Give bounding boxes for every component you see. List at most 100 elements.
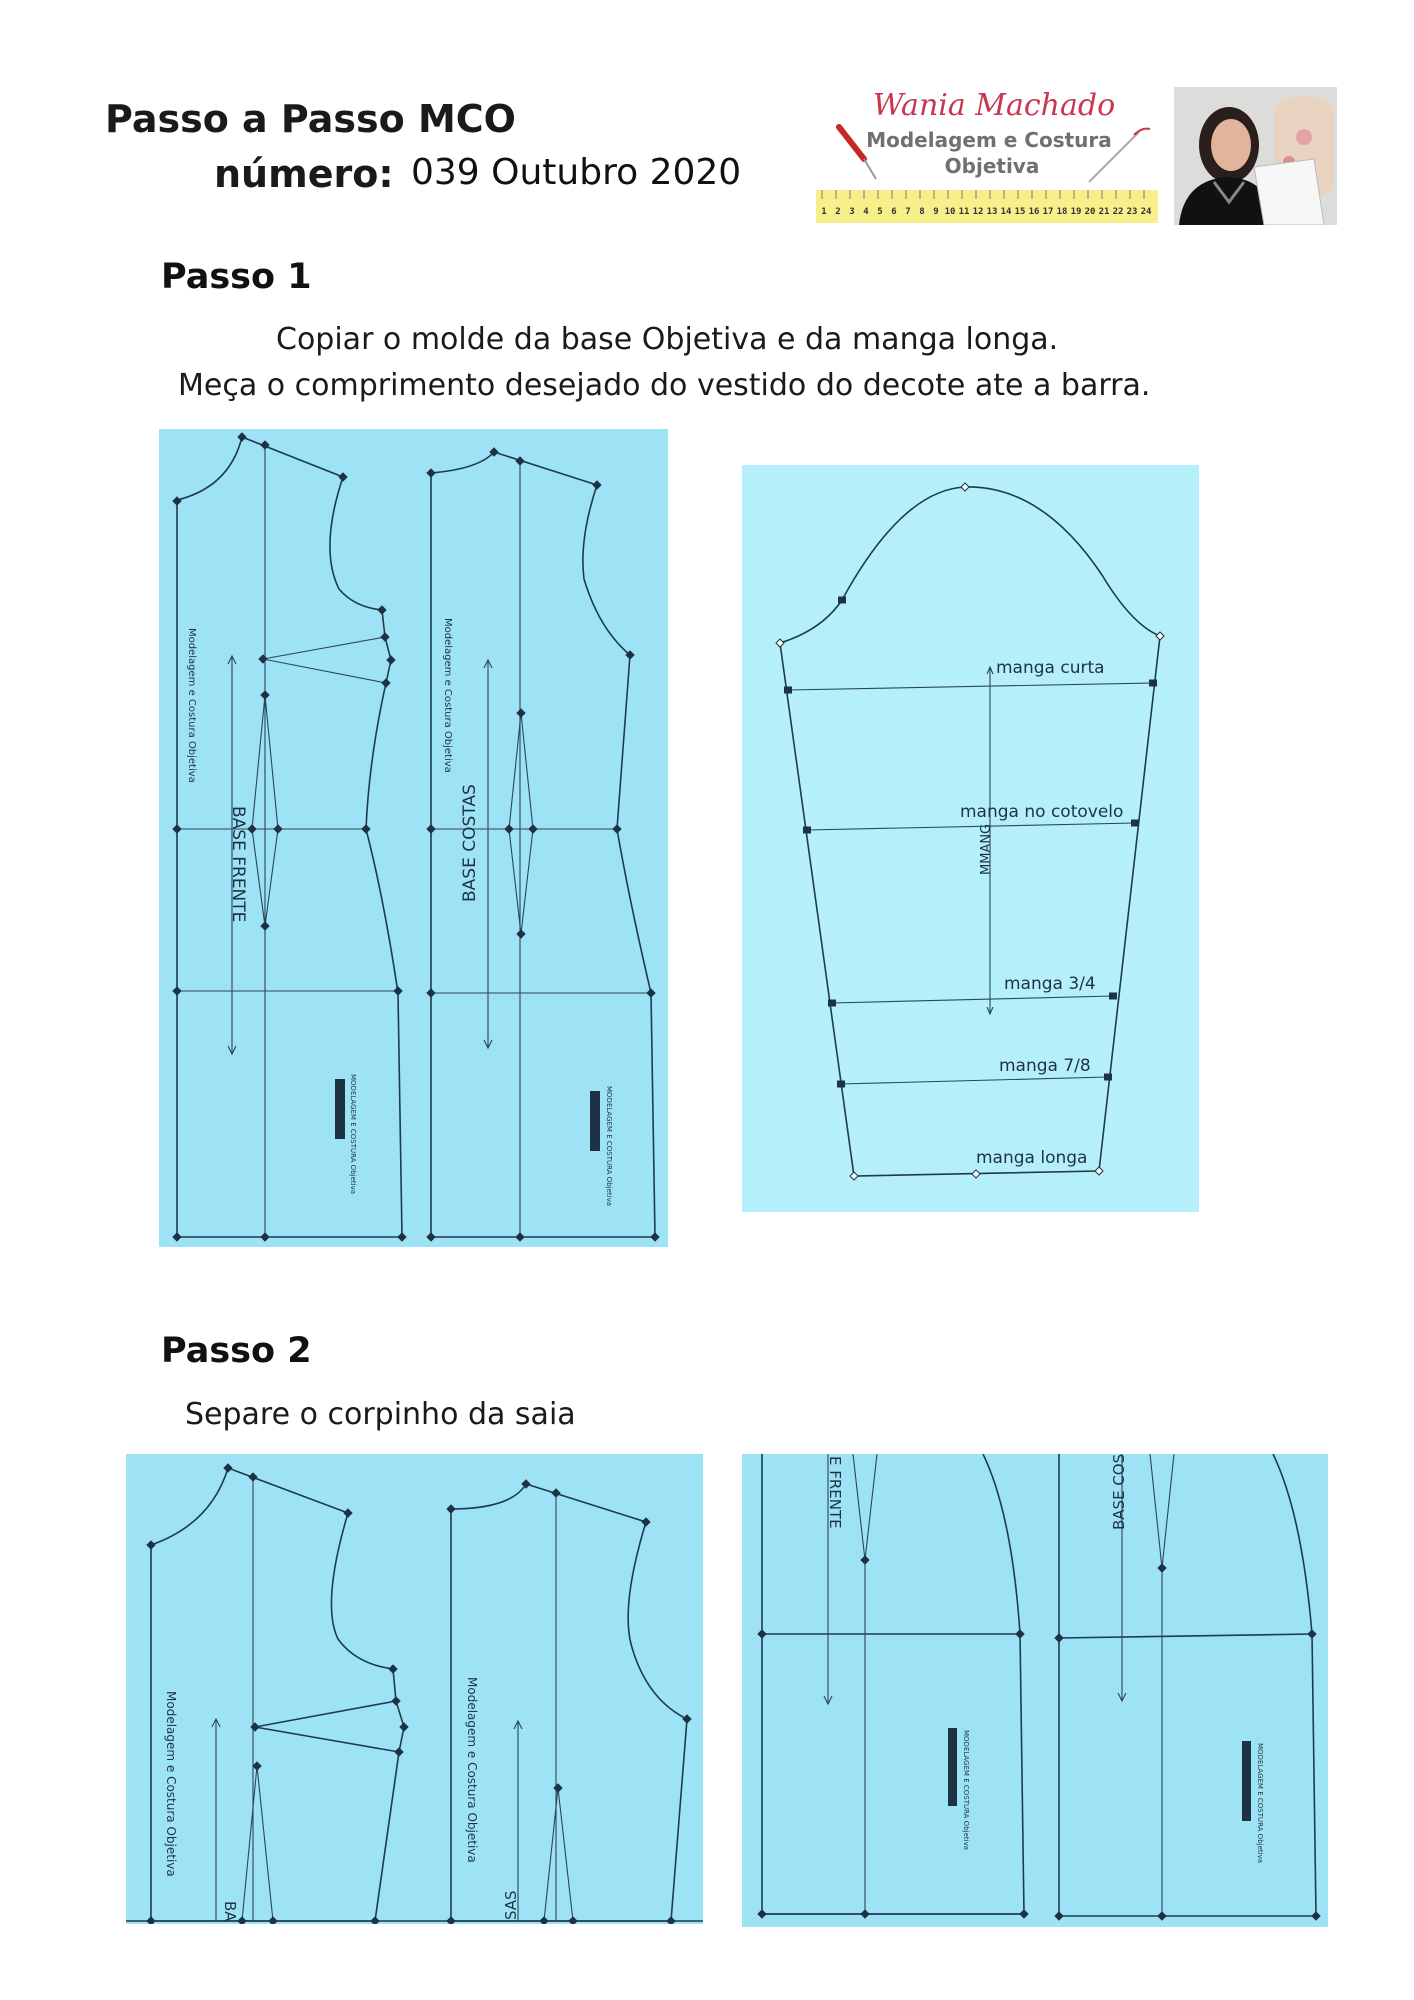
pattern-point-marker	[391, 1696, 401, 1706]
svg-text:MODELAGEM E COSTURA Objetiva: MODELAGEM E COSTURA Objetiva	[605, 1086, 613, 1206]
pattern-point-marker	[260, 690, 270, 700]
pattern-point-marker	[971, 1169, 981, 1179]
step1-instruction-2: Meça o comprimento desejado do vestido d…	[178, 368, 1151, 403]
pattern-point-marker	[426, 468, 436, 478]
pattern-point-marker	[1054, 1633, 1064, 1643]
pattern-point-marker	[446, 1916, 456, 1924]
ruler-number: 9	[933, 207, 938, 217]
pattern-point-marker	[237, 432, 247, 442]
pattern-point-marker	[1131, 819, 1139, 827]
pattern-point-marker	[784, 686, 792, 694]
ruler-number: 11	[959, 207, 970, 217]
back-cut-label: SAS	[502, 1890, 520, 1920]
pattern-point-marker	[247, 824, 257, 834]
pattern-point-marker	[860, 1909, 870, 1919]
pattern-point-marker	[1094, 1166, 1104, 1176]
pattern-point-marker	[370, 1916, 380, 1924]
pattern-point-marker	[338, 472, 348, 482]
ruler-number: 21	[1099, 207, 1110, 217]
pattern-point-marker	[516, 929, 526, 939]
ruler-number: 23	[1127, 207, 1138, 217]
pattern-point-marker	[250, 1722, 260, 1732]
step2-heading: Passo 2	[161, 1331, 312, 1371]
pattern-point-marker	[446, 1504, 456, 1514]
ruler-number: 19	[1071, 207, 1082, 217]
pattern-point-marker	[377, 605, 387, 615]
pattern-point-marker	[837, 1080, 845, 1088]
pattern-point-marker	[860, 1555, 870, 1565]
ruler-number: 15	[1015, 207, 1026, 217]
pattern-point-marker	[397, 1232, 407, 1242]
ruler-number: 13	[987, 207, 998, 217]
pattern-point-marker	[260, 440, 270, 450]
back-bodice-cut-outline	[450, 1483, 688, 1922]
step1-instruction-1: Copiar o molde da base Objetiva e da man…	[276, 322, 1059, 357]
pattern-point-marker	[1311, 1911, 1321, 1921]
brand-logo: Wania Machado Modelagem e Costura Objeti…	[814, 87, 1337, 226]
pattern-point-marker	[146, 1540, 156, 1550]
pattern-point-marker	[757, 1909, 767, 1919]
front-skirt-cut-label: E FRENTE	[826, 1456, 844, 1529]
pattern-point-marker	[172, 824, 182, 834]
pattern-point-marker	[1155, 631, 1165, 641]
ruler-number: 3	[849, 207, 854, 217]
pattern-point-marker	[553, 1783, 563, 1793]
pattern-point-marker	[381, 678, 391, 688]
pattern-point-marker	[646, 988, 656, 998]
pattern-point-marker	[426, 1232, 436, 1242]
sleeve-pattern-image: manga curta manga no cotovelo MMANG mang…	[742, 465, 1199, 1212]
front-piece-label: BASE FRENTE	[228, 806, 248, 922]
pattern-point-marker	[399, 1722, 409, 1732]
front-brand-text: Modelagem e Costura Objetiva	[164, 1691, 178, 1877]
ruler-number: 2	[835, 207, 840, 217]
pattern-point-marker	[386, 655, 396, 665]
pattern-point-marker	[1109, 992, 1117, 1000]
pattern-point-marker	[1015, 1629, 1025, 1639]
front-cut-label: BA	[221, 1901, 239, 1922]
back-skirt-cut-label: BASE COS	[1110, 1454, 1128, 1530]
pattern-point-marker	[682, 1714, 692, 1724]
front-bodice-outline	[172, 435, 403, 1238]
separated-bodice-image: Modelagem e Costura Objetiva BA Modelage…	[126, 1454, 703, 1924]
ruler-number: 10	[945, 207, 956, 217]
front-skirt-stamp: MODELAGEM E COSTURA Objetiva	[948, 1728, 970, 1850]
pattern-point-marker	[515, 1232, 525, 1242]
pattern-point-marker	[223, 1463, 233, 1473]
pattern-point-marker	[172, 496, 182, 506]
pattern-point-marker	[237, 1916, 247, 1924]
svg-text:MODELAGEM E COSTURA Objetiva: MODELAGEM E COSTURA Objetiva	[1256, 1743, 1264, 1863]
back-stamp: MODELAGEM E COSTURA Objetiva	[590, 1086, 613, 1206]
pattern-point-marker	[1149, 679, 1157, 687]
label-manga-7-8: manga 7/8	[999, 1056, 1091, 1076]
back-piece-label: BASE COSTAS	[460, 784, 480, 902]
pattern-point-marker	[1054, 1911, 1064, 1921]
pattern-point-marker	[489, 447, 499, 457]
pattern-point-marker	[1104, 1073, 1112, 1081]
logo-line2: Objetiva	[945, 154, 1040, 178]
pattern-point-marker	[528, 824, 538, 834]
issue-number: 039 Outubro 2020	[411, 152, 742, 193]
pattern-point-marker	[515, 456, 525, 466]
pattern-point-marker	[775, 638, 785, 648]
pattern-point-marker	[146, 1916, 156, 1924]
pattern-point-marker	[1307, 1629, 1317, 1639]
sleeve-outline	[779, 486, 1161, 1177]
pattern-point-marker	[757, 1629, 767, 1639]
pattern-point-marker	[361, 824, 371, 834]
svg-text:MODELAGEM E COSTURA Objetiva: MODELAGEM E COSTURA Objetiva	[349, 1074, 357, 1194]
pattern-point-marker	[625, 650, 635, 660]
logo-line1: Modelagem e Costura	[866, 128, 1112, 152]
pattern-point-marker	[592, 480, 602, 490]
ruler-number: 24	[1141, 207, 1152, 217]
back-skirt-stamp: MODELAGEM E COSTURA Objetiva	[1242, 1741, 1264, 1863]
pattern-point-marker	[666, 1916, 676, 1924]
ruler-number: 5	[877, 207, 882, 217]
pattern-point-marker	[539, 1916, 549, 1924]
logo-script-name: Wania Machado	[873, 88, 1115, 123]
pattern-point-marker	[260, 1232, 270, 1242]
ruler-number: 12	[973, 207, 984, 217]
pattern-point-marker	[172, 986, 182, 996]
label-manga-longa: manga longa	[976, 1148, 1087, 1168]
author-photo	[1174, 87, 1337, 226]
